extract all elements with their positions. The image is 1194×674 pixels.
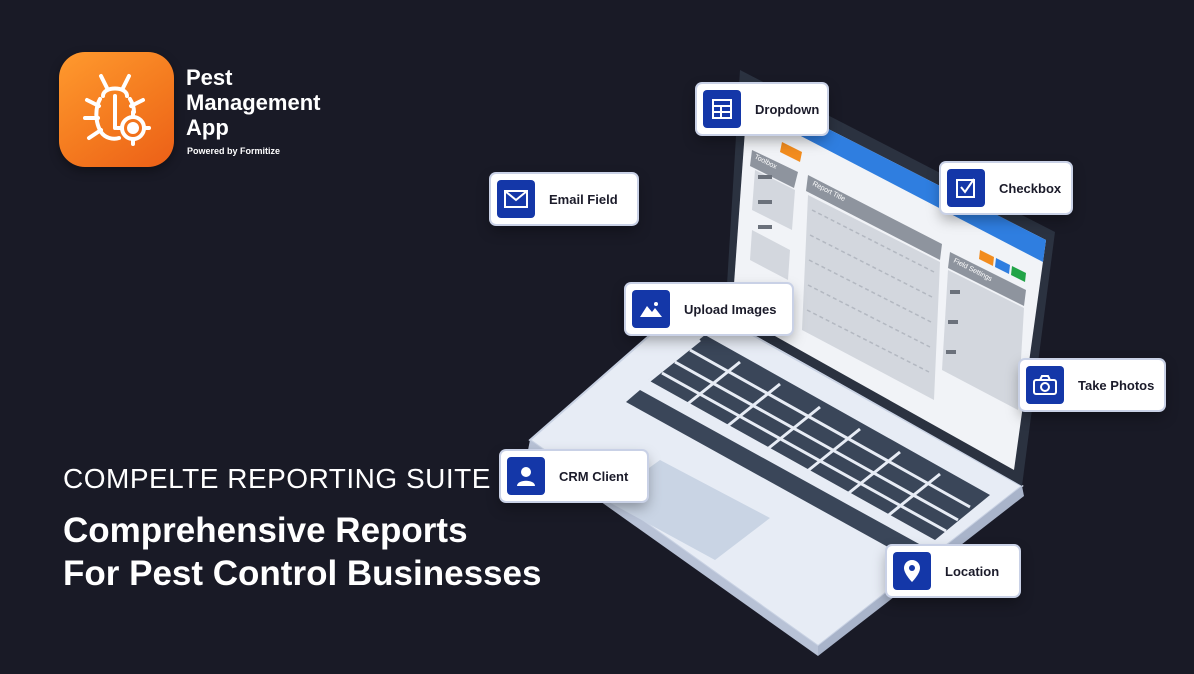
feature-location: Location [887, 546, 1019, 596]
feature-dropdown: Dropdown [697, 84, 827, 134]
image-icon [632, 290, 670, 328]
app-name-line1: Pest [186, 65, 233, 90]
headline-line1: Comprehensive Reports [63, 511, 468, 550]
feature-crm-client-label: CRM Client [559, 468, 629, 484]
feature-email-field-label: Email Field [549, 191, 618, 207]
camera-icon [1026, 366, 1064, 404]
powered-by: Powered by Formitize [187, 146, 281, 156]
feature-upload-images-label: Upload Images [684, 301, 777, 317]
feature-crm-client: CRM Client [501, 451, 647, 501]
headline-line2: For Pest Control Businesses [63, 554, 542, 593]
hero-subtitle: COMPELTE REPORTING SUITE [63, 463, 491, 494]
bug-target-icon [83, 74, 151, 146]
feature-dropdown-label: Dropdown [755, 101, 820, 117]
checkbox-icon [947, 169, 985, 207]
app-name: Pest Management App [186, 65, 320, 140]
feature-take-photos: Take Photos [1020, 360, 1164, 410]
hero-headline: Comprehensive Reports For Pest Control B… [63, 509, 541, 595]
feature-checkbox: Checkbox [941, 163, 1071, 213]
user-icon [507, 457, 545, 495]
dropdown-icon [703, 90, 741, 128]
feature-location-label: Location [945, 563, 1000, 579]
feature-checkbox-label: Checkbox [999, 180, 1062, 196]
email-icon [497, 180, 535, 218]
app-name-line3: App [186, 115, 229, 140]
feature-upload-images: Upload Images [626, 284, 792, 334]
location-pin-icon [893, 552, 931, 590]
app-name-line2: Management [186, 90, 321, 115]
feature-email-field: Email Field [491, 174, 637, 224]
app-logo [59, 52, 174, 167]
feature-take-photos-label: Take Photos [1078, 377, 1155, 393]
